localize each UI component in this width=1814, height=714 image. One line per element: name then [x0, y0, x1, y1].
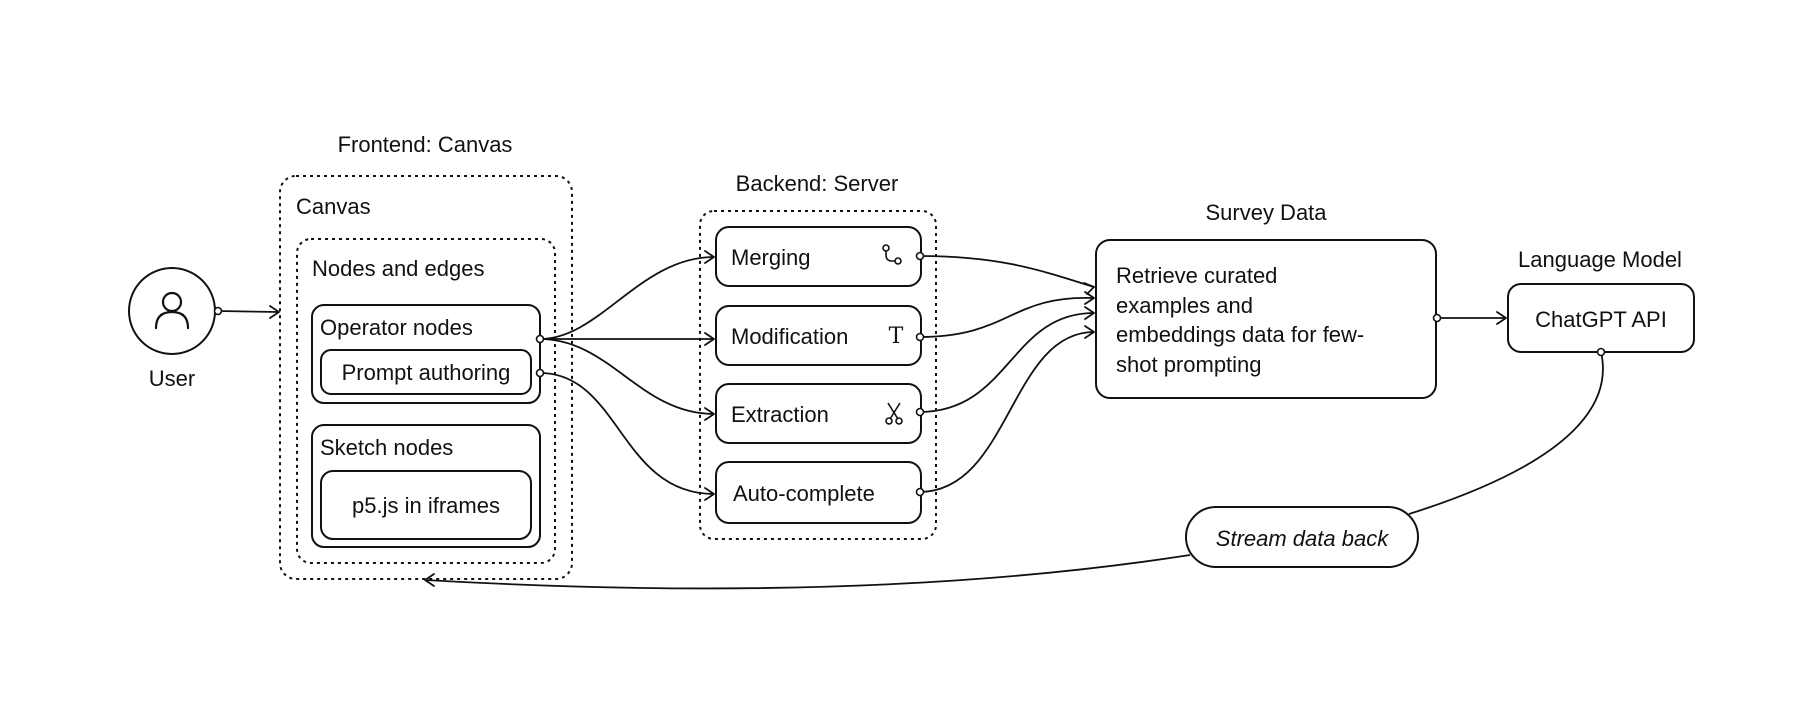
chatgpt-api-label: ChatGPT API: [1535, 307, 1667, 332]
text-T-icon: T: [889, 324, 904, 349]
arrowhead: [704, 332, 715, 346]
merge-icon: [882, 244, 902, 265]
user-icon: [154, 291, 190, 330]
edge-extraction-survey: [918, 312, 1095, 413]
edge-user-canvas: [217, 310, 279, 313]
nodes-edges-label: Nodes and edges: [312, 256, 484, 281]
survey-line-1: Retrieve curated: [1116, 263, 1277, 288]
user-label: User: [149, 366, 195, 391]
arrowhead: [424, 573, 435, 587]
user-node: User: [128, 267, 216, 391]
arrowhead: [704, 487, 715, 501]
survey-line-4: shot prompting: [1116, 352, 1262, 377]
frontend-title: Frontend: Canvas: [338, 132, 513, 157]
edges: [217, 250, 1604, 590]
prompt-authoring-label: Prompt authoring: [342, 360, 511, 385]
port: [535, 368, 545, 378]
edge-autocomplete-survey: [918, 331, 1095, 493]
arrowhead: [1083, 282, 1095, 295]
merging-label: Merging: [731, 245, 810, 270]
edge-modification-survey: [918, 297, 1095, 338]
arrowhead: [1084, 306, 1095, 320]
operator-nodes-label: Operator nodes: [320, 315, 473, 340]
arrowhead: [1496, 311, 1507, 325]
survey-title: Survey Data: [1205, 200, 1327, 225]
ports: [213, 251, 1606, 497]
survey-line-2: examples and: [1116, 293, 1253, 318]
stream-data-label: Stream data back: [1216, 526, 1389, 551]
autocomplete-label: Auto-complete: [733, 481, 875, 506]
extraction-label: Extraction: [731, 402, 829, 427]
port: [1432, 313, 1442, 323]
p5js-label: p5.js in iframes: [352, 493, 500, 518]
port: [915, 251, 925, 261]
prompt-authoring-box: [320, 349, 532, 395]
arrowhead: [704, 250, 715, 264]
edge-to-autocomplete: [539, 372, 715, 495]
canvas-label: Canvas: [296, 194, 371, 219]
stream-data-box: [1185, 506, 1419, 568]
nodes-edges-container: [296, 238, 556, 564]
port: [915, 332, 925, 342]
scissors-icon: [885, 402, 903, 425]
canvas-container: [279, 175, 573, 580]
survey-line-3: embeddings data for few-: [1116, 322, 1364, 347]
edge-merging-survey: [918, 255, 1095, 288]
arrowhead: [269, 305, 280, 319]
edge-stream-canvas: [424, 554, 1191, 590]
arrowhead: [1084, 325, 1095, 339]
port: [915, 487, 925, 497]
edge-chatgpt-stream: [1408, 351, 1604, 515]
port: [1596, 347, 1606, 357]
sketch-nodes-label: Sketch nodes: [320, 435, 453, 460]
edge-to-merging: [539, 256, 715, 340]
port: [213, 306, 223, 316]
p5js-box: [320, 470, 532, 540]
port: [915, 407, 925, 417]
modification-label: Modification: [731, 324, 848, 349]
arrowhead: [704, 407, 715, 421]
language-model-title: Language Model: [1518, 247, 1682, 272]
port: [535, 334, 545, 344]
server-container: [699, 210, 937, 540]
arrowhead: [1084, 291, 1095, 305]
backend-title: Backend: Server: [736, 171, 899, 196]
edge-to-extraction: [539, 338, 715, 415]
